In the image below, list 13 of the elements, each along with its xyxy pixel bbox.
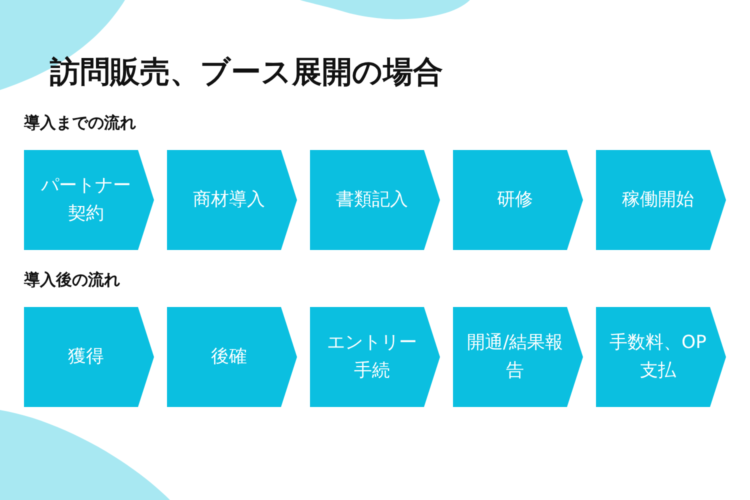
step-label: 獲得 (67, 345, 105, 369)
section-heading: 導入までの流れ (24, 113, 136, 134)
step-label: 開通/結果報告 (466, 331, 564, 383)
step-label: パートナー契約 (40, 174, 132, 226)
step-label: 後確 (210, 345, 248, 369)
step-label: 商材導入 (192, 188, 266, 212)
title: 訪問販売、ブース展開の場合 (50, 54, 443, 92)
section-heading: 導入後の流れ (24, 270, 120, 291)
step-label: 稼働開始 (621, 188, 695, 212)
step-label: 研修 (496, 188, 534, 212)
step-label: 書類記入 (335, 188, 409, 212)
step-label: 手数料、OP支払 (608, 331, 708, 383)
step-label: エントリー手続 (326, 331, 418, 383)
